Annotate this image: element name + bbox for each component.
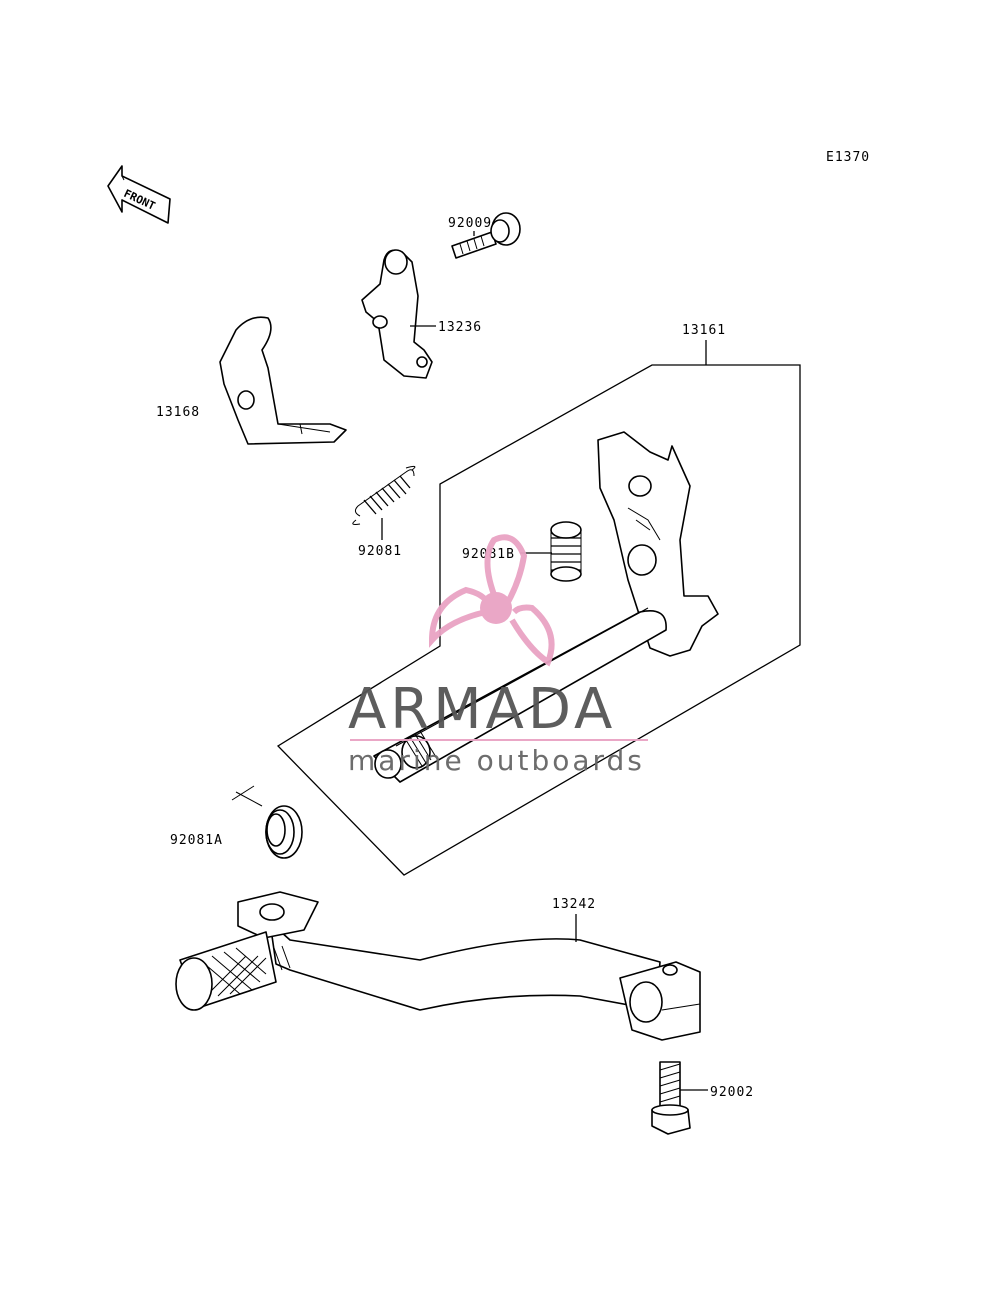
spring-92081B-icon (550, 521, 582, 582)
watermark-brand: ARMADA (348, 677, 616, 742)
propeller-logo-icon (428, 534, 555, 667)
watermark-tagline: marine outboards (348, 744, 645, 777)
shift-pedal-13242-icon (175, 891, 701, 1041)
label-13242: 13242 (552, 897, 596, 912)
spring-92081-icon (352, 465, 416, 525)
assembly-13161-outline (276, 364, 801, 876)
label-92009: 92009 (448, 216, 492, 231)
armada-watermark: ARMADA marine outboards (348, 534, 648, 777)
label-13168: 13168 (156, 405, 200, 420)
diagram-code: E1370 (826, 150, 870, 165)
spring-92081A-icon (231, 785, 303, 859)
bolt-92009-icon (451, 212, 521, 259)
label-13236: 13236 (438, 320, 482, 335)
front-arrow-icon: FRONT (107, 165, 171, 224)
bolt-92002-icon (651, 1061, 691, 1135)
label-92081A: 92081A (170, 833, 223, 848)
plate-13236-icon (361, 249, 433, 379)
lever-13168-icon (219, 316, 347, 445)
label-92081: 92081 (358, 544, 402, 559)
label-92002: 92002 (710, 1085, 754, 1100)
label-13161: 13161 (682, 323, 726, 338)
